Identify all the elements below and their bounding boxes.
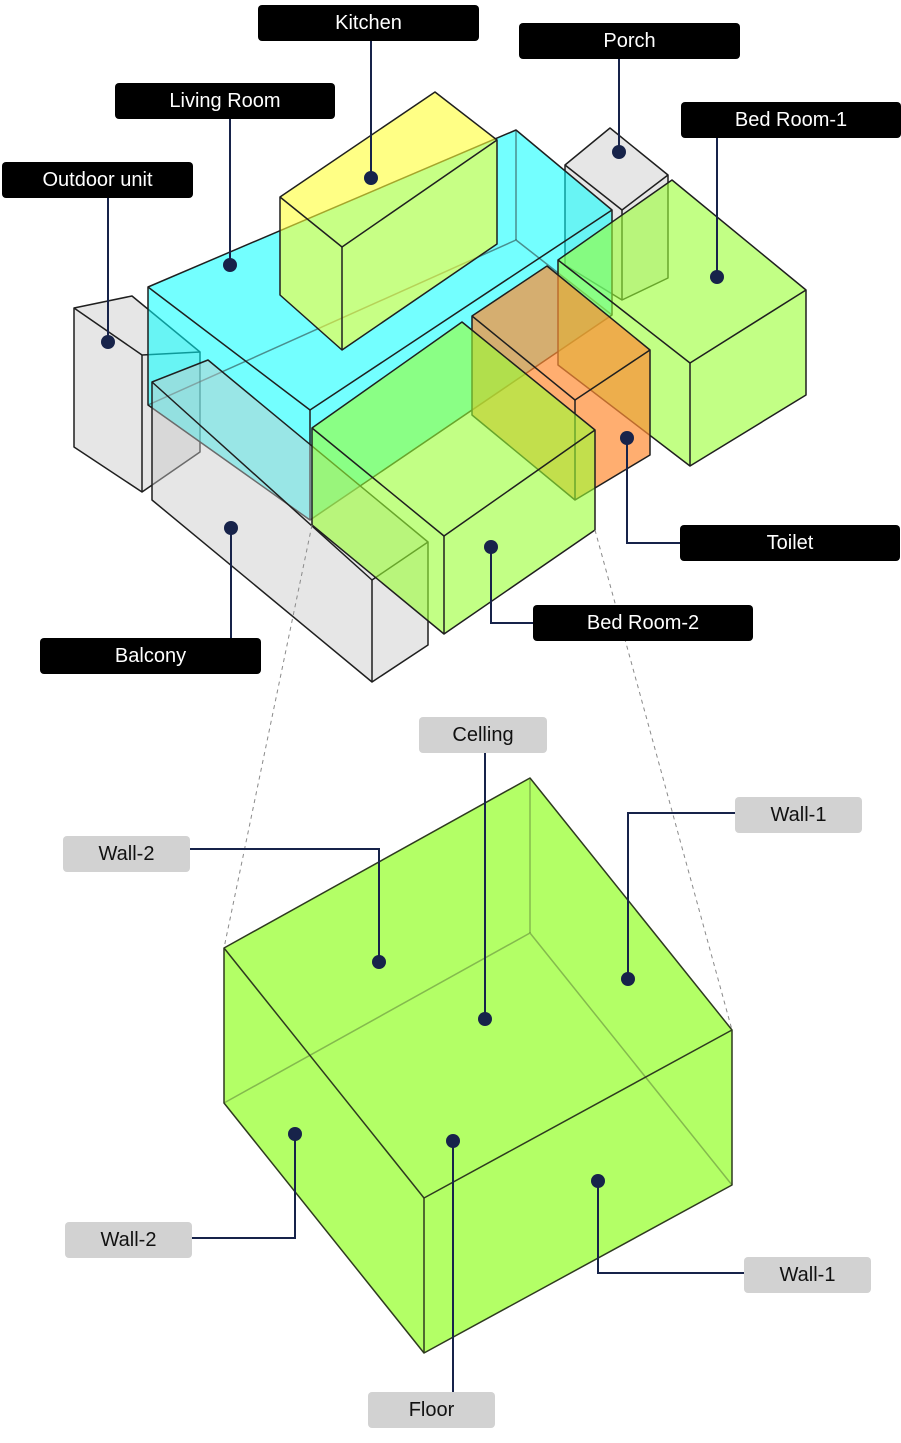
wall-1-bottom-label: Wall-1 (744, 1257, 871, 1293)
floor-dot (446, 1134, 460, 1148)
wall-2-bottom-dot (288, 1127, 302, 1141)
ceiling-dot (478, 1012, 492, 1026)
kitchen-label: Kitchen (258, 5, 479, 41)
bed-room-2-dot (484, 540, 498, 554)
outdoor-unit-label: Outdoor unit (2, 162, 193, 198)
kitchen-volume (279, 91, 498, 351)
wall-1-bottom-dot (591, 1174, 605, 1188)
bed-room-2-detail-volume (223, 777, 733, 1354)
wall-2-top-label: Wall-2 (63, 836, 190, 872)
living-room-dot (223, 258, 237, 272)
floor-plan-isometric (73, 91, 807, 683)
wall-2-top-dot (372, 955, 386, 969)
wall-1-top-label: Wall-1 (735, 797, 862, 833)
living-room-label: Living Room (115, 83, 335, 119)
porch-label: Porch (519, 23, 740, 59)
leader-lines (107, 40, 744, 1392)
balcony-dot (224, 521, 238, 535)
porch-dot (612, 145, 626, 159)
zoom-connectors (223, 524, 733, 1031)
leader-dots (101, 145, 724, 1188)
outdoor-unit-dot (101, 335, 115, 349)
bed-room-1-dot (710, 270, 724, 284)
toilet-label: Toilet (680, 525, 900, 561)
ceiling-label: Celling (419, 717, 547, 753)
balcony-label: Balcony (40, 638, 261, 674)
wall-1-top-dot (621, 972, 635, 986)
bed-room-2-label: Bed Room-2 (533, 605, 753, 641)
wall-2-bottom-label: Wall-2 (65, 1222, 192, 1258)
kitchen-dot (364, 171, 378, 185)
bed-room-1-label: Bed Room-1 (681, 102, 901, 138)
toilet-dot (620, 431, 634, 445)
floor-label: Floor (368, 1392, 495, 1428)
